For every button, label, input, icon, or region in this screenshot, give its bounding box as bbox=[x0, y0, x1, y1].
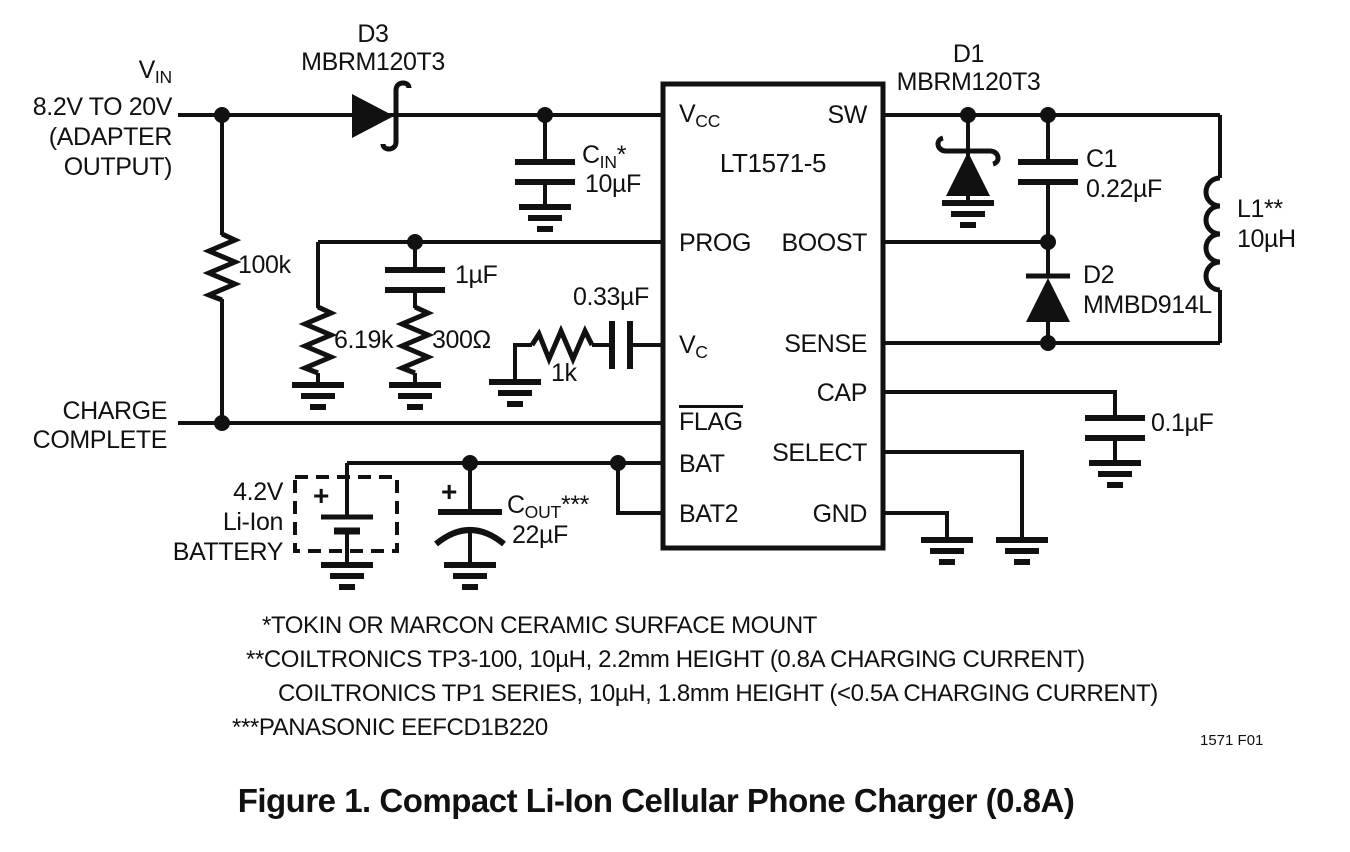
gnd-wire bbox=[883, 511, 973, 562]
vc-network bbox=[489, 321, 663, 404]
d2-part: MMBD914L bbox=[1083, 291, 1212, 319]
ic-pin-gnd: GND bbox=[812, 500, 868, 528]
l1-inductor bbox=[1203, 115, 1222, 343]
d2-label: D2 bbox=[1083, 261, 1115, 289]
figure-caption: Figure 1. Compact Li-Ion Cellular Phone … bbox=[237, 782, 1075, 819]
battery-symbol bbox=[293, 463, 399, 587]
vin-label: VIN 8.2V TO 20V (ADAPTER OUTPUT) bbox=[32, 56, 173, 181]
l1-label: L1** bbox=[1237, 195, 1283, 223]
cout-value: 22µF bbox=[512, 521, 568, 549]
cap-pin-capacitor bbox=[883, 390, 1145, 485]
ic-outline bbox=[660, 81, 886, 551]
note-1: *TOKIN OR MARCON CERAMIC SURFACE MOUNT bbox=[262, 612, 818, 639]
ic-pin-prog: PROG bbox=[679, 229, 752, 257]
d3-label: D3 MBRM120T3 bbox=[301, 20, 445, 76]
cin-label: CIN* bbox=[582, 141, 627, 172]
cin-capacitor bbox=[515, 115, 575, 229]
ic-pin-sense: SENSE bbox=[784, 330, 867, 358]
c-prog-label: 1µF bbox=[455, 261, 498, 289]
cout-label: COUT*** bbox=[507, 491, 589, 522]
ic-body bbox=[660, 81, 886, 551]
r-pullup-label: 100k bbox=[238, 251, 291, 279]
note-3: COILTRONICS TP1 SERIES, 10µH, 1.8mm HEIG… bbox=[278, 680, 1158, 707]
battery-label: 4.2V Li-Ion BATTERY bbox=[172, 478, 284, 566]
r-prog-a-label: 6.19k bbox=[334, 326, 394, 354]
d1-diode bbox=[935, 115, 1001, 225]
cout-plus-sign: + bbox=[441, 476, 458, 507]
charge-complete-label: CHARGE COMPLETE bbox=[32, 397, 168, 454]
c1-label: C1 bbox=[1086, 145, 1118, 173]
ic-pin-flag: FLAG bbox=[679, 405, 743, 437]
figure-reference: 1571 F01 bbox=[1200, 732, 1264, 749]
ic-name: LT1571-5 bbox=[719, 148, 827, 178]
junction-dots bbox=[214, 107, 1056, 471]
d1-label: D1 MBRM120T3 bbox=[896, 40, 1041, 96]
cap-pin-value: 0.1µF bbox=[1151, 409, 1214, 437]
ic-pin-bat: BAT bbox=[679, 450, 725, 478]
l1-value: 10µH bbox=[1237, 225, 1296, 253]
c1-capacitor bbox=[1018, 115, 1078, 242]
r-pullup-resistor bbox=[209, 115, 235, 423]
note-4: ***PANASONIC EEFCD1B220 bbox=[232, 714, 548, 741]
ic-pin-boost: BOOST bbox=[781, 229, 867, 257]
ic-pin-select: SELECT bbox=[772, 439, 867, 467]
d3-diode bbox=[352, 80, 412, 152]
select-wire bbox=[883, 450, 1048, 562]
c1-value: 0.22µF bbox=[1086, 175, 1162, 203]
ic-pin-sw: SW bbox=[827, 101, 868, 129]
ic-pin-cap: CAP bbox=[816, 379, 868, 407]
cin-value: 10µF bbox=[585, 170, 641, 198]
battery-plus-sign: + bbox=[313, 480, 330, 511]
d2-diode bbox=[1026, 242, 1070, 343]
ic-pin-vc: VC bbox=[679, 331, 708, 362]
r-vc-label: 1k bbox=[551, 359, 577, 387]
ic-pin-bat2: BAT2 bbox=[679, 500, 739, 528]
ic-pin-vcc: VCC bbox=[679, 100, 721, 131]
note-2: **COILTRONICS TP3-100, 10µH, 2.2mm HEIGH… bbox=[246, 646, 1085, 673]
c-vc-label: 0.33µF bbox=[573, 283, 649, 311]
r-prog-b-label: 300Ω bbox=[432, 326, 491, 354]
